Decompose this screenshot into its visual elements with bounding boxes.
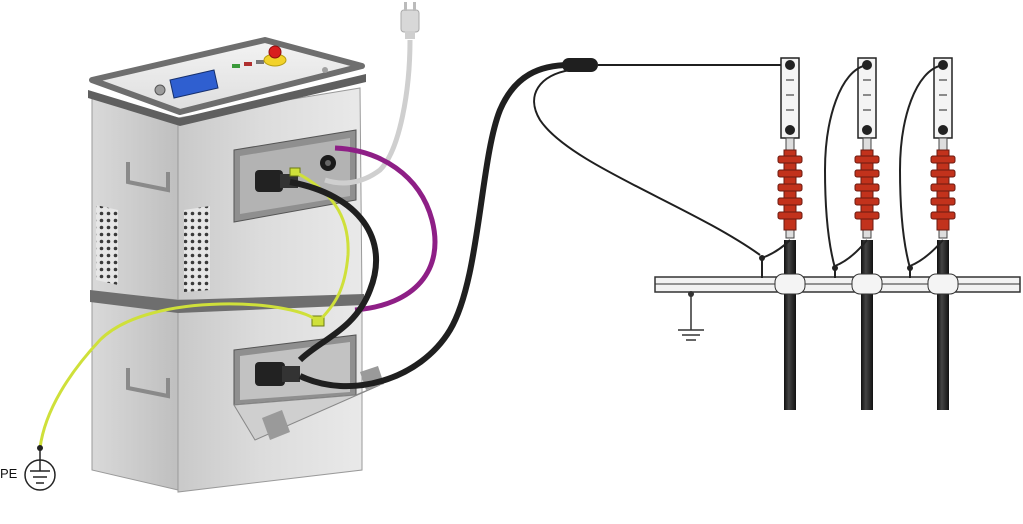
phase-3-insulator bbox=[930, 149, 956, 231]
control-knob bbox=[154, 84, 166, 96]
phase-1-clamp bbox=[774, 273, 806, 295]
phase-2-junction bbox=[832, 265, 838, 271]
phase-3-jumper-lower bbox=[909, 239, 944, 267]
phase-3-junction bbox=[907, 265, 913, 271]
vent-left bbox=[96, 205, 118, 285]
phase-1-junction bbox=[759, 255, 765, 261]
vent-right bbox=[184, 206, 210, 292]
indicator-button-2 bbox=[244, 62, 252, 66]
pe-label: PE bbox=[0, 466, 18, 481]
phase-2 bbox=[823, 57, 883, 410]
test-device bbox=[88, 37, 384, 493]
hv-lead-loop bbox=[533, 69, 761, 256]
phase-2-clamp bbox=[851, 273, 883, 295]
device-top-rim bbox=[88, 74, 366, 126]
phase-3-pole bbox=[937, 240, 949, 410]
phase-1-insulator bbox=[777, 149, 803, 231]
hv-connector-lower bbox=[255, 362, 300, 386]
phase-3 bbox=[898, 57, 959, 410]
phase-2-insulator bbox=[854, 149, 880, 231]
protective-earth-icon bbox=[24, 445, 56, 491]
top-screw bbox=[322, 67, 328, 73]
flap-foot-1 bbox=[262, 410, 290, 440]
busbar-assembly bbox=[654, 276, 1021, 341]
indicator-button-1 bbox=[232, 64, 240, 68]
hv-link-cable bbox=[289, 179, 380, 363]
ground-junction bbox=[688, 291, 694, 297]
phase-3-clamp bbox=[927, 273, 959, 295]
mains-cable bbox=[324, 39, 413, 186]
hv-cable bbox=[298, 62, 571, 390]
earth-cable bbox=[38, 170, 350, 449]
signal-connector bbox=[320, 155, 336, 171]
phase-2-jumper bbox=[823, 64, 868, 278]
phase-3-jumper bbox=[898, 64, 944, 278]
emergency-stop-button-icon bbox=[268, 45, 282, 59]
phase-1 bbox=[759, 57, 806, 410]
phase-1-pole bbox=[784, 240, 796, 410]
device-display bbox=[169, 69, 219, 99]
ground-icon bbox=[678, 292, 704, 341]
device-middle-frame bbox=[90, 290, 364, 313]
cable-splitter bbox=[562, 58, 598, 72]
phase-2-jumper-lower bbox=[834, 239, 868, 267]
phase-2-pole bbox=[861, 240, 873, 410]
handle-upper bbox=[126, 162, 170, 193]
signal-cable bbox=[334, 145, 438, 313]
handle-lower bbox=[126, 368, 170, 399]
indicator-button-3 bbox=[256, 60, 264, 64]
power-plug-icon bbox=[400, 2, 420, 39]
